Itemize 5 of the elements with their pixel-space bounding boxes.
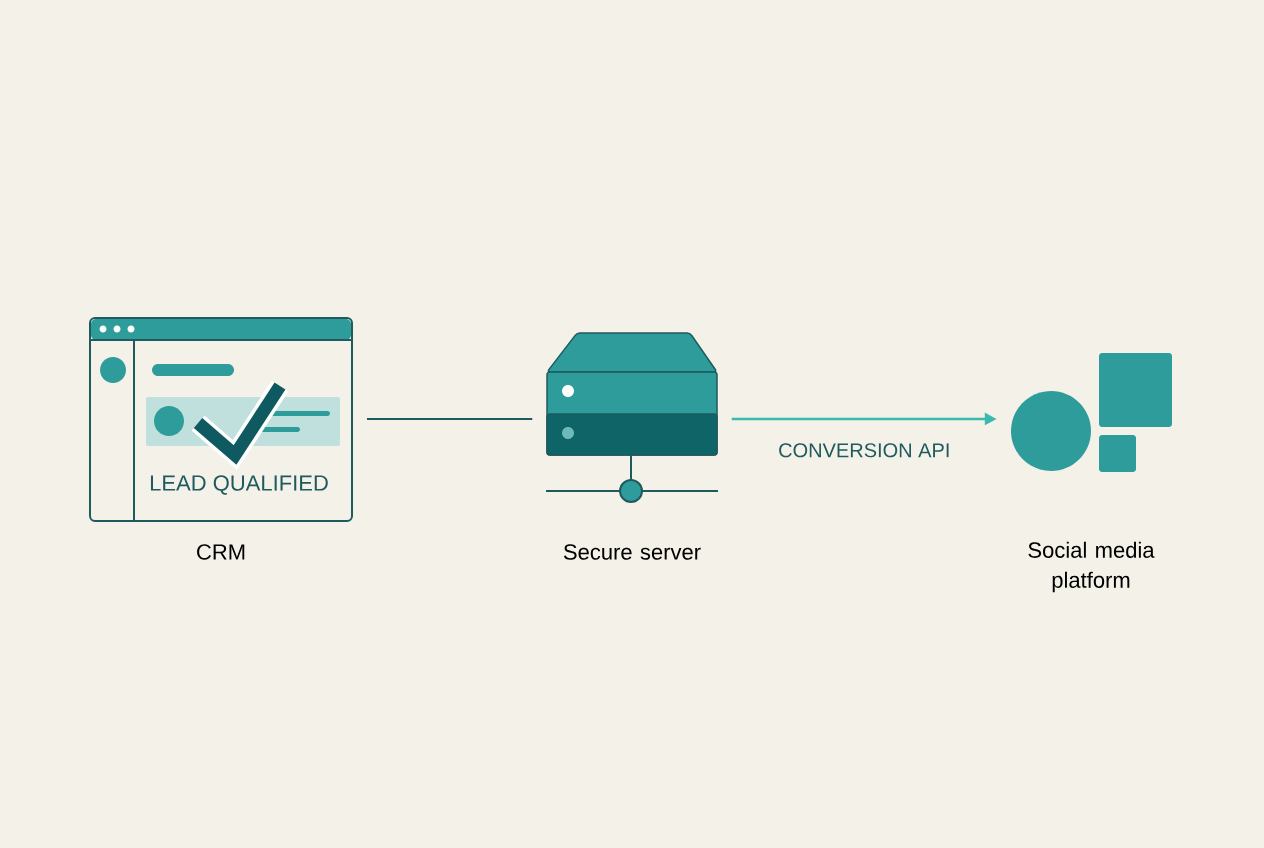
- node-caption: Social media platform: [1028, 541, 1155, 593]
- status-label: LEAD QUALIFIED: [150, 475, 328, 495]
- edge-label: CONVERSION API: [779, 443, 949, 458]
- node-caption: CRM: [197, 544, 245, 560]
- node-caption: Secure server: [563, 544, 701, 560]
